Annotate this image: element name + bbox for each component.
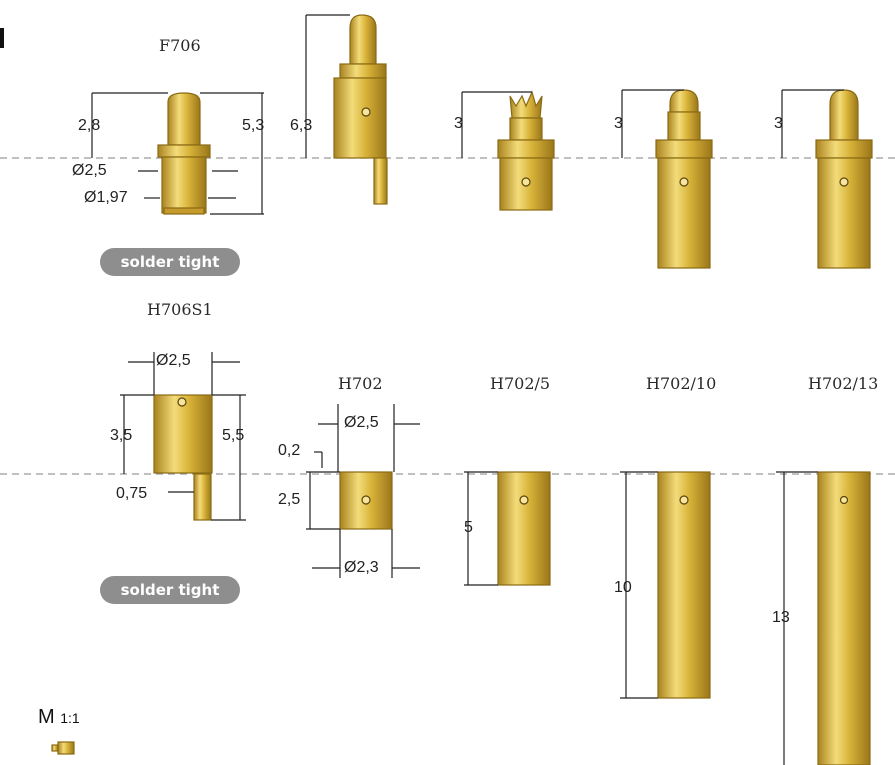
dim-label: 2,8: [78, 117, 101, 134]
scale-main: M: [38, 706, 55, 728]
solder-tight-badge-1: solder tight: [100, 248, 240, 276]
corner-mark: [0, 28, 4, 48]
dim-label: Ø2,5: [344, 414, 379, 431]
scale-label: M 1:1: [38, 706, 80, 729]
title-h702-10: H702/10: [646, 374, 717, 393]
dim-label: 0,75: [116, 485, 148, 502]
part-h702-10: [657, 471, 711, 699]
part-h706s1: [153, 394, 213, 521]
dim-label: 5,5: [222, 427, 245, 444]
dim-label: 0,2: [278, 442, 301, 459]
dim-label: Ø2,3: [344, 559, 379, 576]
dim-label: 3: [454, 115, 463, 132]
part-h702-5: [497, 471, 551, 586]
title-h706s1: H706S1: [147, 300, 213, 319]
solder-tight-badge-2: solder tight: [100, 576, 240, 604]
scale-ratio: 1:1: [60, 710, 80, 726]
title-f706: F706: [159, 36, 201, 55]
part-63: [333, 14, 388, 205]
dim-label: 6,3: [290, 117, 313, 134]
scale-icon: [51, 741, 75, 755]
dim-label: 3,5: [110, 427, 133, 444]
part-crown: [497, 90, 555, 211]
title-h702: H702: [338, 374, 383, 393]
dim-label: Ø2,5: [156, 352, 191, 369]
dim-label: 10: [614, 579, 632, 596]
dim-label: 2,5: [278, 491, 301, 508]
part-dome-tip: [815, 89, 873, 269]
dim-label: 3: [614, 115, 623, 132]
dim-label: Ø2,5: [72, 162, 107, 179]
part-h702-13: [817, 471, 871, 765]
title-h702-13: H702/13: [808, 374, 879, 393]
dim-label: 5,3: [242, 117, 265, 134]
part-h702: [339, 471, 393, 530]
dim-label: 5: [464, 519, 473, 536]
title-h702-5: H702/5: [490, 374, 551, 393]
part-f706: [157, 92, 211, 215]
dim-label: Ø1,97: [84, 189, 128, 206]
dim-label: 13: [772, 609, 790, 626]
dim-label: 3: [774, 115, 783, 132]
part-round-tip: [655, 89, 713, 269]
